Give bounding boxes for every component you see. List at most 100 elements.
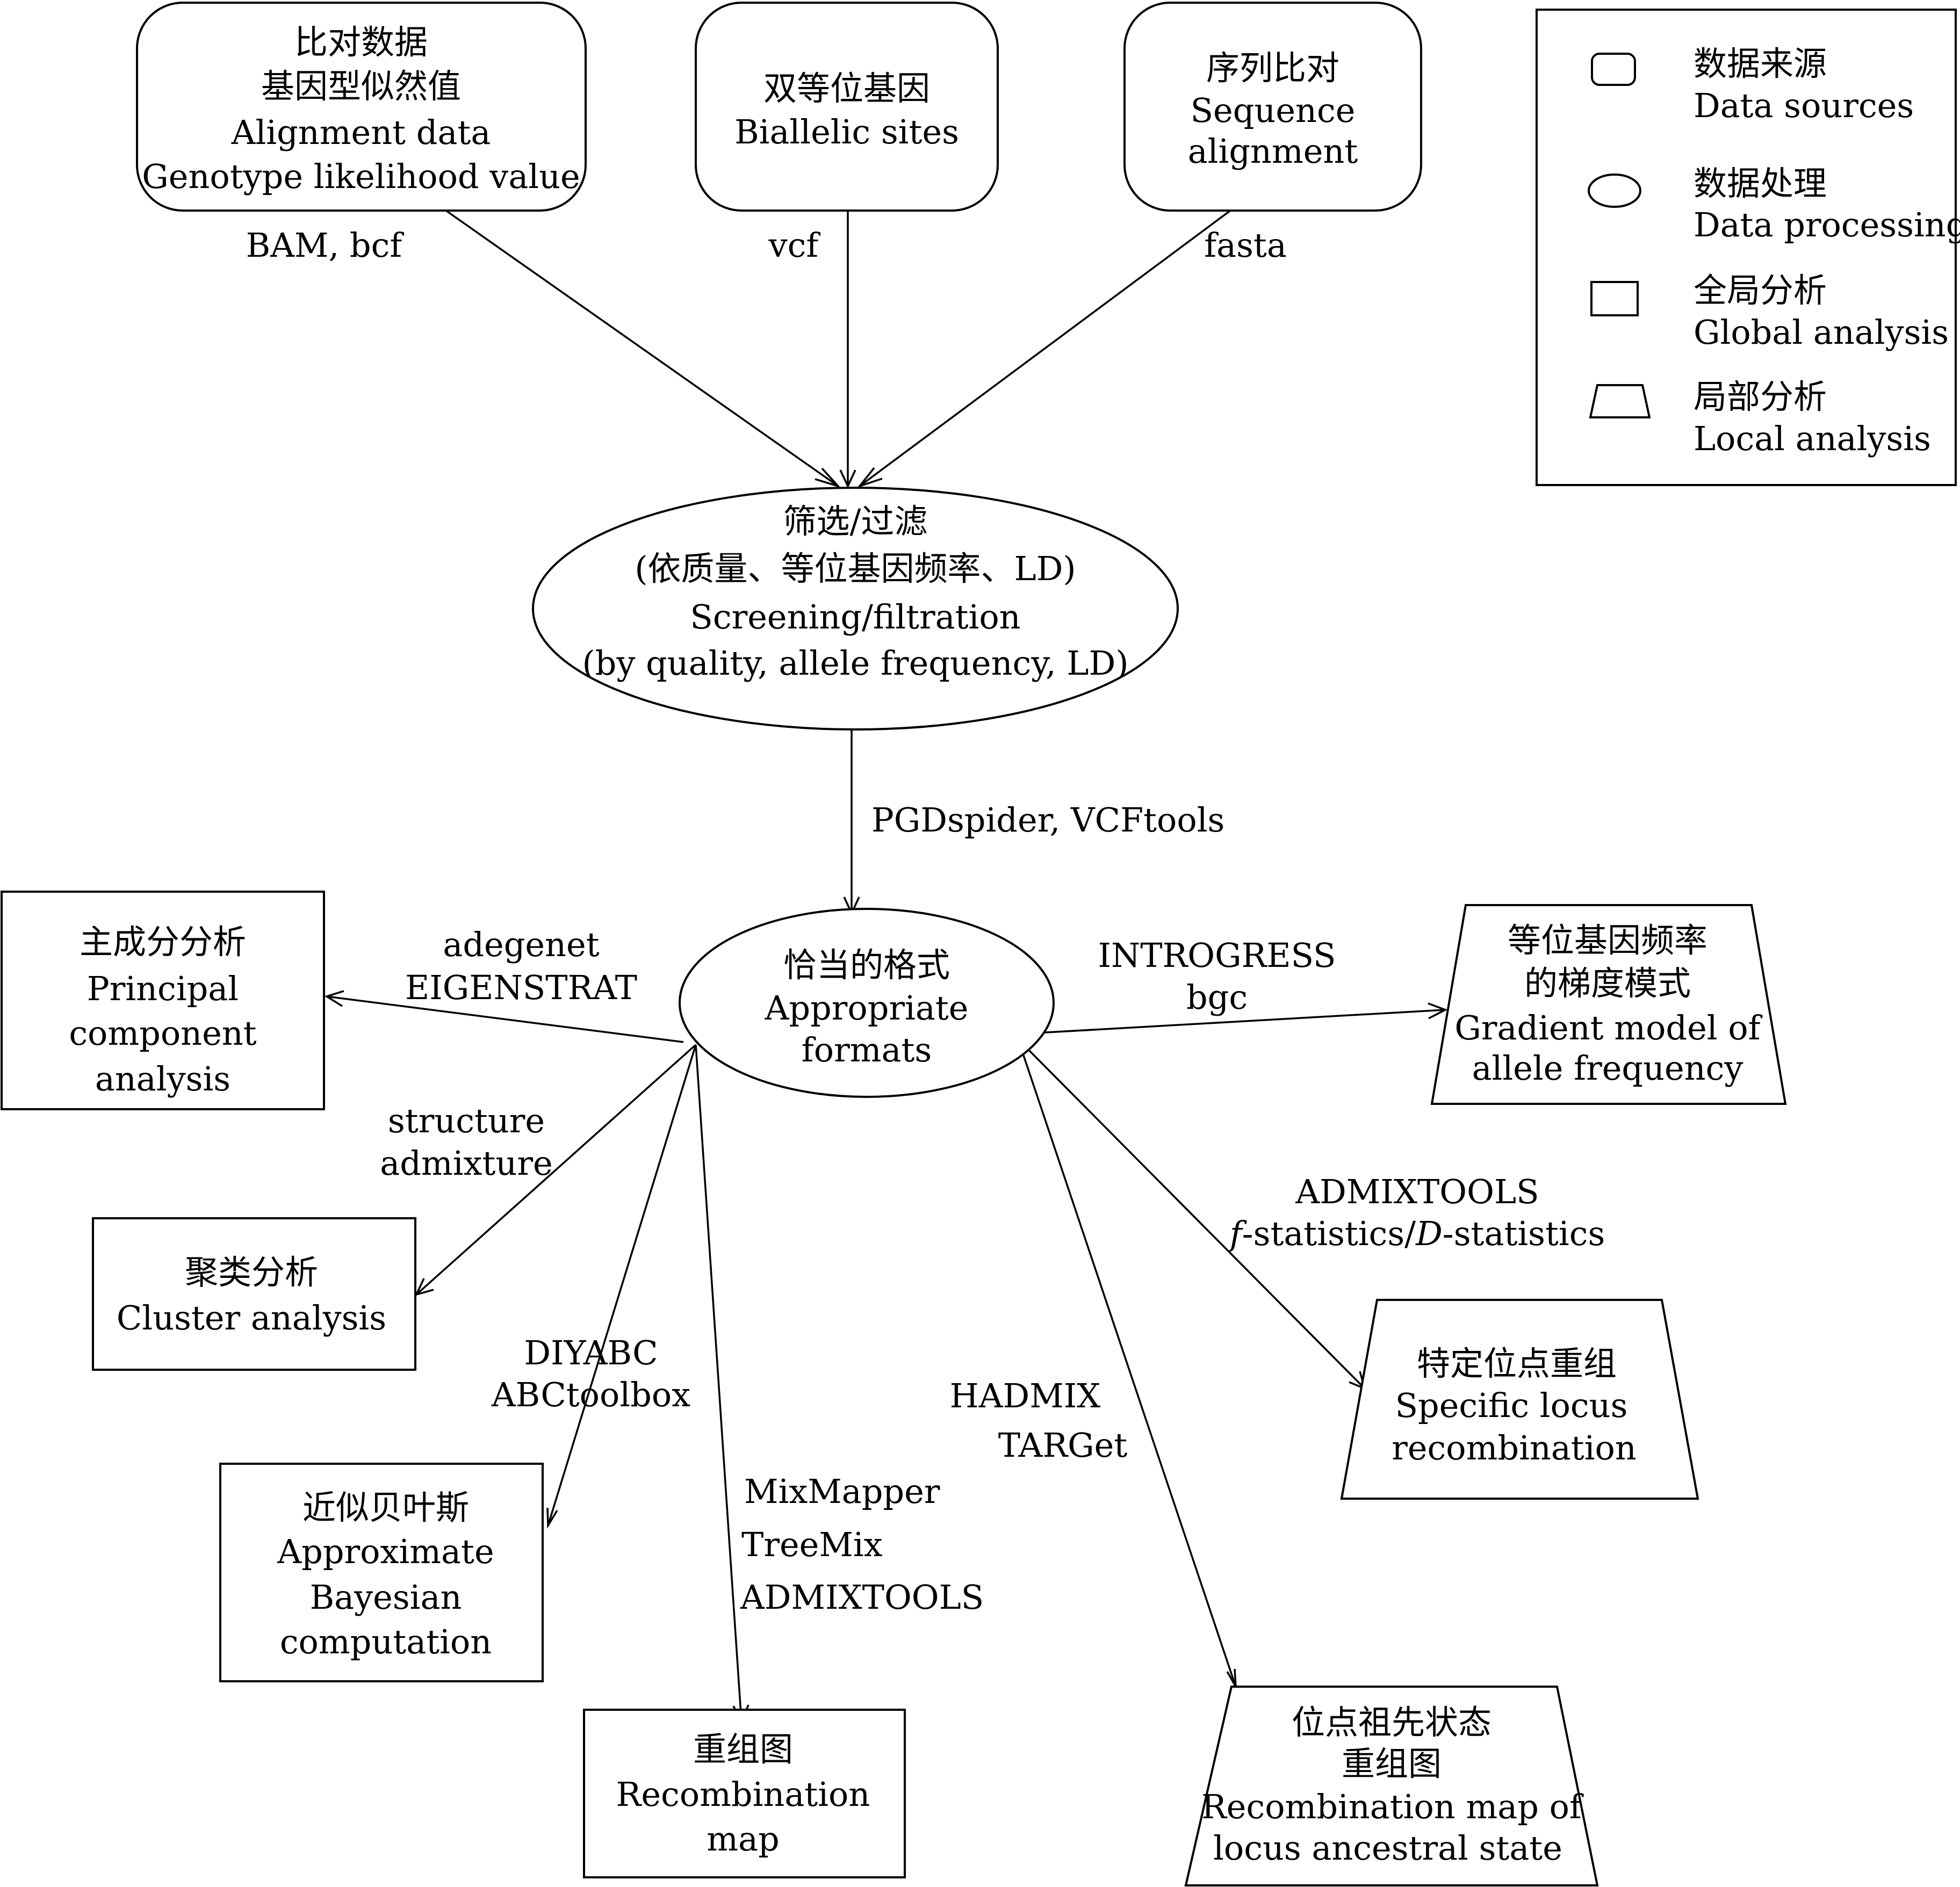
node-biallelic-sites-line-2: Biallelic sites [734,112,959,151]
node-pca-line-2: Principal [87,969,239,1008]
node-sequence-alignment: 序列比对 Sequence alignment [1123,2,1422,212]
node-ancestral-state-line-3: Recombination map of [1201,1787,1584,1826]
legend-item-2-en: Global analysis [1694,313,1949,352]
node-pca-line-1: 主成分分析 [80,922,246,961]
node-abc-line-2: Approximate [277,1532,494,1571]
legend-rect-icon [1590,281,1639,316]
legend-item-1-zh: 数据处理 [1694,164,1827,203]
node-appropriate-formats-line-1: 恰当的格式 [783,945,950,985]
node-alignment-data-line-3: Alignment data [231,113,491,152]
edge-fasta-to-screening [859,209,1231,487]
edge-label-hadmix: HADMIX [950,1376,1101,1415]
edge-formats-to-specific-locus [1017,1038,1366,1390]
node-cluster-line-2: Cluster analysis [117,1298,386,1337]
node-gradient-model-line-1: 等位基因频率 [1508,921,1707,960]
node-appropriate-formats: 恰当的格式 Appropriate formats [679,908,1055,1098]
node-screening-line-1: 筛选/过滤 [783,502,928,541]
node-screening-line-4: (by quality, allele frequency, LD) [582,644,1128,683]
edge-label-pgdspider-vcftools: PGDspider, VCFtools [871,800,1224,840]
node-specific-locus: 特定位点重组 Specific locus recombination [1340,1299,1699,1500]
node-abc-line-1: 近似贝叶斯 [302,1488,469,1527]
edge-label-treemix: TreeMix [741,1525,883,1564]
arrowhead-screening-left [815,467,841,488]
edge-bam-to-screening [445,209,839,487]
legend-trapezoid-icon [1589,384,1651,418]
edge-label-adegenet: adegenet [443,925,599,964]
arrowhead-pca [324,990,344,1007]
node-cluster-line-1: 聚类分析 [185,1253,318,1292]
node-abc-line-3: Bayesian [310,1578,462,1617]
legend-rounded-rect-icon [1591,53,1636,86]
edge-label-eigenstrat: EIGENSTRAT [405,968,637,1007]
node-specific-locus-line-3: recombination [1392,1428,1637,1467]
node-screening: 筛选/过滤 (依质量、等位基因频率、LD) Screening/filtrati… [532,487,1179,731]
arrowhead-abc [546,1507,558,1529]
node-alignment-data-line-1: 比对数据 [294,23,428,62]
node-abc: 近似贝叶斯 Approximate Bayesian computation [219,1463,544,1682]
edge-label-admixtools-recomb: ADMIXTOOLS [740,1578,984,1617]
node-specific-locus-line-1: 特定位点重组 [1417,1344,1617,1383]
edges [324,209,1448,1724]
legend-item-3-zh: 局部分析 [1694,377,1827,416]
edge-label-diyabc: DIYABC [524,1333,658,1372]
node-sequence-alignment-line-2: Sequence [1191,91,1356,130]
node-pca-line-3: component [69,1014,256,1053]
node-alignment-data-line-4: Genotype likelihood value [142,157,580,196]
edge-formats-to-gradient-model [1018,1009,1446,1035]
edge-label-mixmapper: MixMapper [744,1472,940,1511]
edge-label-bam-bcf: BAM, bcf [246,226,405,265]
edge-label-abctoolbox: ABCtoolbox [491,1375,690,1414]
node-gradient-model: 等位基因频率 的梯度模式 Gradient model of allele fr… [1430,904,1787,1105]
arrowhead-screening-right [856,467,883,488]
node-pca: 主成分分析 Principal component analysis [1,891,325,1110]
node-screening-line-3: Screening/filtration [690,597,1020,637]
node-appropriate-formats-line-3: formats [802,1030,932,1069]
node-recombination-map-line-3: map [707,1819,779,1859]
node-ancestral-state: 位点祖先状态 重组图 Recombination map of locus an… [1184,1686,1599,1886]
legend-item-2-zh: 全局分析 [1694,271,1827,310]
legend-item-1-en: Data processing [1694,205,1960,244]
edge-label-admixture: admixture [380,1144,552,1183]
edge-label-f-d-statistics: f-statistics/D-statistics [1228,1214,1605,1253]
edge-label-target: TARGet [998,1426,1128,1465]
node-abc-line-4: computation [280,1622,492,1661]
node-gradient-model-line-4: allele frequency [1472,1049,1743,1088]
edge-formats-to-abc [547,1044,697,1526]
node-cluster: 聚类分析 Cluster analysis [92,1217,416,1371]
node-sequence-alignment-line-3: alignment [1188,132,1358,171]
arrowhead-screening-center [839,469,856,489]
edge-label-fasta: fasta [1204,226,1287,265]
legend-item-0-en: Data sources [1694,86,1914,125]
edge-formats-to-ancestral-state [1017,1039,1237,1687]
node-ancestral-state-line-2: 重组图 [1342,1744,1442,1783]
node-ancestral-state-line-1: 位点祖先状态 [1292,1703,1491,1742]
node-biallelic-sites-line-1: 双等位基因 [763,69,930,108]
node-appropriate-formats-line-2: Appropriate [765,988,969,1028]
edge-label-admixtools-locus: ADMIXTOOLS [1295,1172,1539,1211]
edge-label-vcf: vcf [768,226,821,265]
node-specific-locus-line-2: Specific locus [1395,1386,1628,1425]
edge-formats-to-pca [326,995,684,1043]
node-alignment-data-line-2: 基因型似然值 [261,67,461,106]
edge-label-introgress: INTROGRESS [1098,936,1336,975]
node-recombination-map-line-2: Recombination [616,1775,870,1814]
legend-item-0-zh: 数据来源 [1694,44,1827,83]
legend-item-3-en: Local analysis [1694,419,1931,458]
edge-formats-to-recombination-map [695,1044,743,1722]
edge-label-structure: structure [388,1101,545,1140]
legend-ellipse-icon [1588,173,1641,208]
node-ancestral-state-line-4: locus ancestral state [1213,1828,1562,1868]
node-gradient-model-line-3: Gradient model of [1454,1008,1762,1047]
node-gradient-model-line-2: 的梯度模式 [1524,964,1691,1003]
node-recombination-map: 重组图 Recombination map [583,1709,906,1878]
arrowhead-gradient-model [1428,1002,1448,1020]
legend: 数据来源 Data sources 数据处理 Data processing 全… [1536,9,1960,486]
node-pca-line-4: analysis [95,1059,230,1098]
node-sequence-alignment-line-1: 序列比对 [1206,48,1339,88]
edge-formats-to-cluster [415,1044,697,1296]
node-screening-line-2: (依质量、等位基因频率、LD) [635,549,1076,588]
edge-label-bgc: bgc [1186,978,1248,1017]
node-biallelic-sites: 双等位基因 Biallelic sites [695,2,999,212]
node-alignment-data: 比对数据 基因型似然值 Alignment data Genotype like… [136,2,587,212]
